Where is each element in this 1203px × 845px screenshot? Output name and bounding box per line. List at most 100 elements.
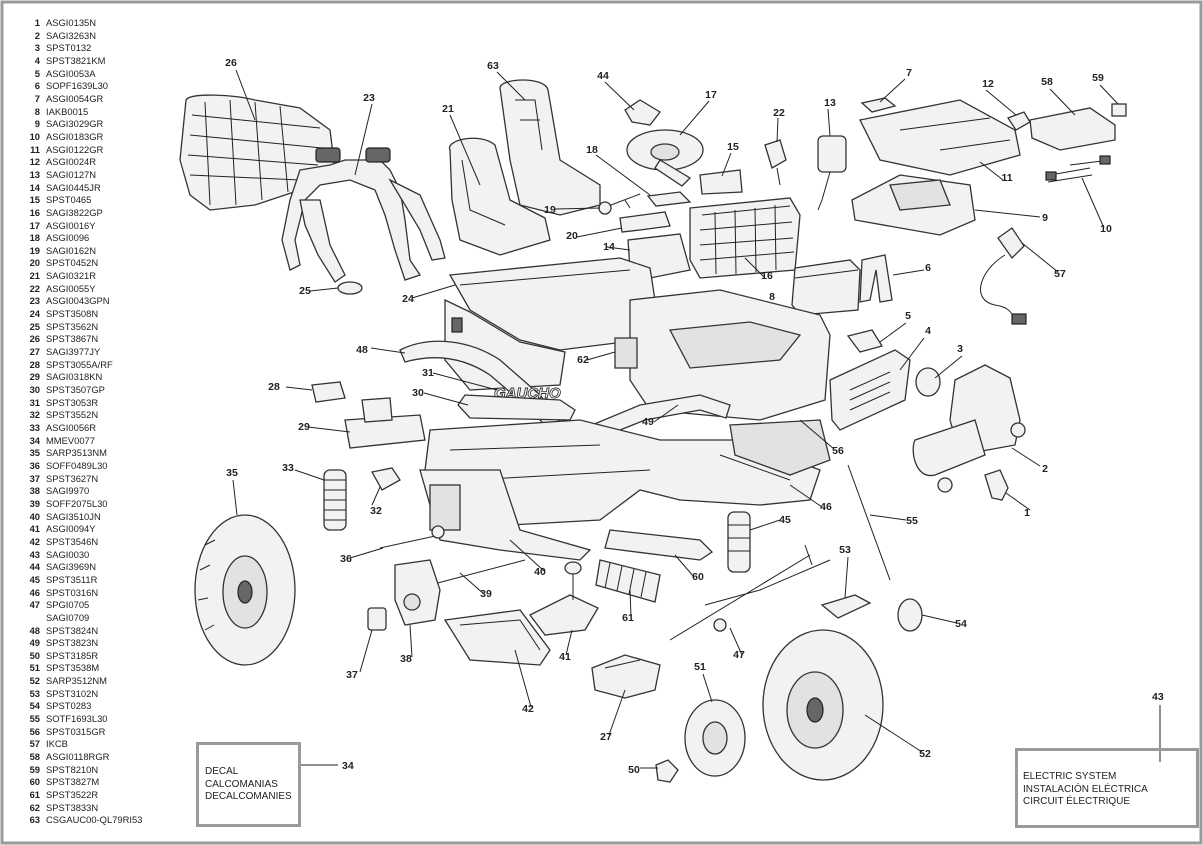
callout-53: 53 [839,544,851,556]
part-code: ASGI0054GR [46,92,104,104]
part-number: 32 [29,409,40,421]
part-number: 7 [34,92,40,104]
rear-bumper-29 [344,397,426,449]
part-number: 24 [29,308,40,320]
callout-14: 14 [603,241,615,253]
seat-63 [499,79,601,216]
part-code: SOPF1639L30 [46,80,109,92]
part-code: SAGI0445JR [46,181,101,193]
seat-21 [449,137,551,256]
part-number: 3 [34,42,40,54]
part-code: IKCB [46,738,68,750]
part-code: SARP3513NM [46,447,107,459]
part-code: SAGI0127N [46,168,97,180]
part-28 [311,381,346,403]
charger-57 [980,227,1027,325]
part-code: SPST3552N [46,409,99,421]
callout-34: 34 [342,760,354,772]
part-code: ASGI0056R [46,422,97,433]
callout-8: 8 [769,291,775,303]
part-number: 52 [29,675,40,687]
spring-33 [323,469,347,531]
bracket-20 [619,211,671,233]
part-code: SPST3867N [46,333,99,345]
parts-list-row: 52 SARP3512NM [28,675,188,688]
part-number: 41 [29,523,40,535]
callout-13: 13 [824,97,836,109]
spring-45 [727,511,751,573]
part-code: SAGI9970 [46,485,90,497]
part-code: SPST3185R [46,649,99,661]
part-code: SPST0465 [46,194,92,206]
callout-61: 61 [622,612,634,624]
callout-7: 7 [906,67,912,79]
cover-7 [860,97,897,113]
part-number: 45 [29,573,40,585]
part-number: 51 [29,662,40,674]
part-number: 8 [34,105,40,117]
callout-57: 57 [1054,268,1066,280]
decal-line-fr: DECALCOMANIES [205,791,292,802]
callout-46: 46 [820,501,832,513]
nut-50 [655,759,679,783]
part-number: 43 [29,548,40,560]
part-number: 19 [29,244,40,256]
part-number: 42 [29,535,40,547]
part-number: 44 [29,561,40,573]
callout-43: 43 [1152,691,1164,703]
part-code: SPST3562N [46,320,99,332]
linkage-47 [669,544,831,641]
part-code: SPST0452N [46,257,99,269]
decal-line-en: DECAL [205,766,239,777]
plate-27 [591,654,661,699]
part-number: 33 [29,422,40,433]
part-number: 47 [29,599,40,611]
part-number: 29 [29,371,40,383]
part-code: ASGI0055Y [46,282,96,294]
part-number: 11 [30,143,40,155]
part-code: SARP3512NM [46,675,107,687]
callout-59: 59 [1092,72,1104,84]
callout-39: 39 [480,588,492,600]
parts-list-row: 7 ASGI0054GR [28,93,188,106]
callout-23: 23 [363,92,375,104]
part-number: 9 [34,118,40,130]
part-code: MMEV0077 [46,434,95,446]
callout-52: 52 [919,748,931,760]
callout-1: 1 [1024,507,1030,519]
frame-40 [419,469,592,561]
hubcap-51 [684,699,746,777]
part-number: 63 [29,814,40,826]
part-number: 61 [29,789,40,801]
callout-54: 54 [955,618,967,630]
cylinder-60 [604,529,714,561]
callout-17: 17 [705,89,717,101]
caster-1 [984,469,1009,501]
part-code: ASGI0183GR [46,130,104,142]
part-number: 27 [29,346,40,358]
